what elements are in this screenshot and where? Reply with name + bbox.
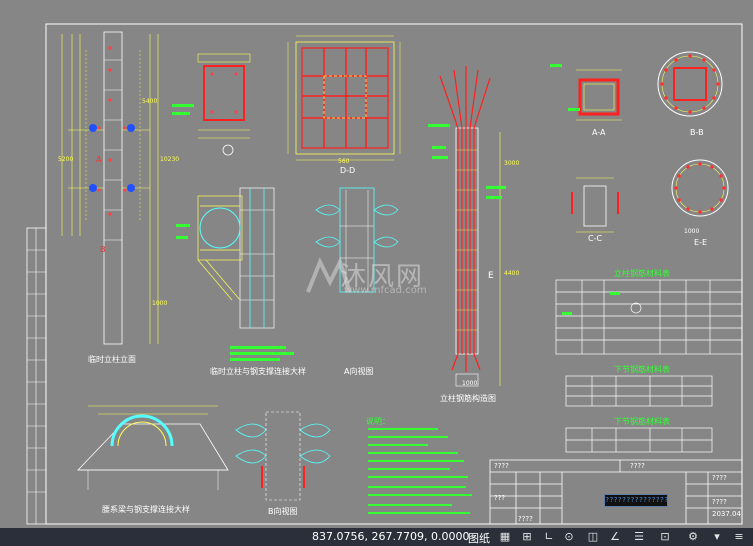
dim-label: 1000 [462,380,478,387]
notes-title: 说明： [366,417,390,426]
dim-label: 560 [338,158,350,165]
cad-drawing[interactable]: A B [0,0,753,528]
dim-label: 1000 [684,228,700,235]
title-block-right-row: ???? [712,474,727,482]
column-elevation [61,31,159,345]
dim-label: 3000 [504,160,520,167]
dim-label: 5200 [58,156,74,163]
workspace-icon[interactable]: ⚙ [688,530,698,543]
caption-view-b: B向视图 [268,507,298,516]
grid-icon[interactable]: ▦ [499,530,511,543]
beam-brace-detail [77,405,229,490]
view-b-drawing [235,411,331,501]
plan-detail-1 [197,53,251,156]
section-bb [657,51,723,117]
column-rebar [439,66,501,387]
label-section-bb: B-B [690,128,704,137]
green-annotations [172,64,620,361]
title-block-row: ??? [494,494,506,502]
title-block-right-row: ???? [712,498,727,506]
watermark-logo [306,256,352,293]
elev-mark-b: B [100,245,106,254]
caption-column-elevation: 临时立柱立面 [88,355,136,364]
dim-label: 1000 [152,300,168,307]
otrack-icon[interactable]: ∠ [610,530,620,543]
menu-icon[interactable]: ≡ [734,530,744,543]
dim-label: 10230 [160,156,180,163]
title-block [489,459,743,525]
ortho-icon[interactable]: ∟ [544,530,554,543]
status-bar: 837.0756, 267.7709, 0.0000 图纸 ▦ ⊞ ∟ ⊙ ◫ … [0,528,753,546]
title-block-sheet-label: ???? [494,462,509,470]
caption-view-a: A向视图 [344,367,374,376]
margin-strip [26,227,47,525]
title-block-date: 2037.04 [712,510,741,518]
table2-title: 下节钢筋材料表 [614,365,670,374]
chevron-down-icon[interactable]: ▾ [714,530,720,543]
table-rebar-3 [565,427,713,453]
table1-title: 立柱钢筋材料表 [614,269,670,278]
rebar-mark-e: E [488,271,494,281]
caption-brace-detail: 临时立柱与钢支撑连接大样 [210,367,306,376]
section-cc [571,177,619,233]
brace-connection-detail [197,187,275,329]
drawing-canvas[interactable]: A B [0,0,753,528]
notes-block [368,428,472,514]
label-section-cc: C-C [588,234,603,243]
section-ee [671,159,729,217]
label-section-dd: D-D [340,166,356,175]
caption-column-rebar: 立柱钢筋构造图 [440,394,496,403]
plan-dd [287,35,401,161]
table-symbol [630,302,642,314]
title-block-row: ???? [518,515,533,523]
coordinate-readout: 837.0756, 267.7709, 0.0000 [312,530,470,543]
dim-label: 5400 [142,98,158,105]
title-block-mid-label: ???? [630,462,645,470]
watermark-brand: 沐风网 [340,262,425,292]
lineweight-icon[interactable]: ☰ [634,530,644,543]
label-section-aa: A-A [592,128,606,137]
table-rebar-2 [565,375,713,407]
margin-strip-lines [27,228,46,524]
selected-text-tag[interactable]: ???????????????? [604,494,668,507]
paper-space-toggle[interactable]: 图纸 [468,532,490,545]
osnap-icon[interactable]: ◫ [587,530,599,543]
section-aa [576,69,622,121]
annotation-icon[interactable]: ⊡ [660,530,670,543]
polar-icon[interactable]: ⊙ [564,530,574,543]
watermark-url: www.mfcad.com [344,285,427,296]
table3-title: 下节钢筋材料表 [614,417,670,426]
caption-beam-brace: 腰系梁与钢支撑连接大样 [102,505,190,514]
snap-icon[interactable]: ⊞ [522,530,532,543]
elev-mark-a: A [96,155,102,164]
dim-label: 4400 [504,270,520,277]
label-section-ee: E-E [694,238,707,247]
table-rebar-1 [555,279,743,355]
